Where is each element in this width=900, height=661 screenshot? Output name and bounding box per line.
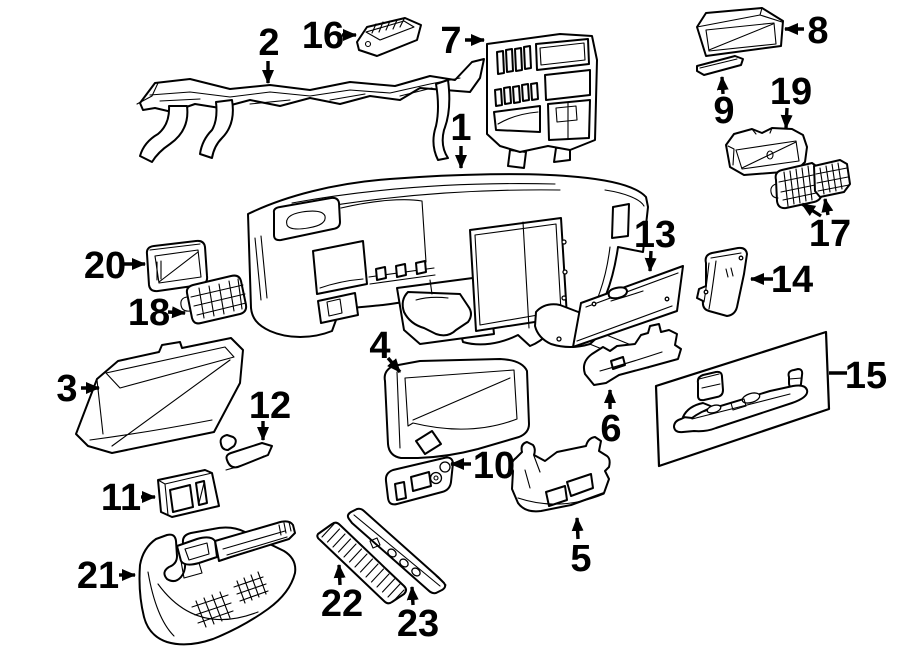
- part-19-drawing: [725, 127, 808, 176]
- callout-13: 13: [634, 214, 676, 272]
- part-13-drawing: [572, 265, 684, 348]
- part-10-drawing: [384, 456, 454, 506]
- part-12-drawing: [219, 434, 273, 471]
- callout-number: 17: [809, 213, 851, 255]
- part-4-drawing: [383, 358, 530, 459]
- part-15-drawing: [654, 330, 831, 468]
- callout-number: 1: [450, 107, 471, 149]
- callout-arrow: [406, 586, 419, 606]
- callout-arrow: [333, 564, 346, 586]
- callout-arrow: [716, 76, 729, 95]
- callout-number: 7: [440, 20, 461, 62]
- callout-17: 17: [801, 198, 851, 255]
- callout-number: 20: [84, 245, 126, 287]
- callout-arrow: [821, 198, 834, 216]
- part-18-drawing: [180, 274, 248, 325]
- part-21-drawing: [138, 520, 297, 646]
- callout-18: 18: [128, 292, 186, 334]
- callout-21: 21: [77, 555, 136, 597]
- callout-22: 22: [321, 564, 363, 625]
- callout-15: 15: [829, 355, 887, 397]
- part-6-drawing: [582, 323, 682, 386]
- callout-number: 10: [473, 445, 515, 487]
- callout-16: 16: [302, 15, 357, 57]
- callout-number: 9: [713, 90, 734, 132]
- callout-14: 14: [750, 259, 813, 301]
- part-2-drawing: [136, 58, 485, 163]
- callout-23: 23: [397, 586, 439, 645]
- callout-11: 11: [101, 477, 156, 519]
- callout-number: 5: [570, 538, 591, 580]
- callout-arrow: [644, 250, 657, 272]
- callout-3: 3: [56, 368, 100, 410]
- callout-2: 2: [258, 22, 280, 84]
- part-7-drawing: [486, 33, 598, 169]
- callout-number: 22: [321, 583, 363, 625]
- callout-number: 15: [845, 355, 887, 397]
- callout-number: 14: [771, 259, 813, 301]
- part-20-drawing: [145, 239, 209, 293]
- callout-number: 11: [101, 477, 141, 519]
- callout-number: 18: [128, 292, 170, 334]
- callout-number: 13: [634, 214, 676, 256]
- part-1-drawing: [247, 173, 656, 369]
- part-5-drawing: [510, 436, 611, 513]
- callout-12: 12: [249, 385, 291, 441]
- part-8-drawing: [696, 7, 784, 57]
- callout-number: 4: [369, 325, 390, 367]
- callout-number: 23: [397, 603, 439, 645]
- callout-number: 8: [807, 10, 828, 52]
- callout-arrow: [386, 356, 402, 374]
- part-22-drawing: [316, 521, 407, 605]
- part-16-drawing: [356, 17, 422, 57]
- part-17-drawing: [770, 159, 851, 210]
- callout-number: 3: [56, 368, 77, 410]
- callout-arrow: [571, 517, 584, 540]
- callout-5: 5: [570, 517, 592, 580]
- callout-1: 1: [450, 107, 472, 169]
- callout-7: 7: [440, 20, 485, 62]
- callout-number: 16: [302, 15, 344, 57]
- part-23-drawing: [346, 507, 447, 595]
- callout-number: 19: [770, 71, 812, 113]
- callout-10: 10: [450, 445, 515, 487]
- part-14-drawing: [696, 246, 748, 317]
- part-11-drawing: [157, 469, 220, 518]
- callout-4: 4: [369, 325, 402, 374]
- callout-20: 20: [84, 245, 146, 287]
- callout-number: 2: [258, 22, 279, 64]
- callout-8: 8: [784, 10, 829, 52]
- callout-6: 6: [600, 389, 622, 450]
- callout-number: 6: [600, 408, 621, 450]
- part-3-drawing: [75, 337, 244, 454]
- callout-9: 9: [713, 76, 735, 132]
- callout-number: 12: [249, 385, 291, 427]
- callout-arrow: [780, 107, 793, 129]
- callout-number: 21: [77, 555, 119, 597]
- part-9-drawing: [696, 55, 744, 76]
- callout-arrow: [801, 202, 822, 218]
- callout-19: 19: [770, 71, 812, 129]
- callout-arrow: [167, 306, 186, 319]
